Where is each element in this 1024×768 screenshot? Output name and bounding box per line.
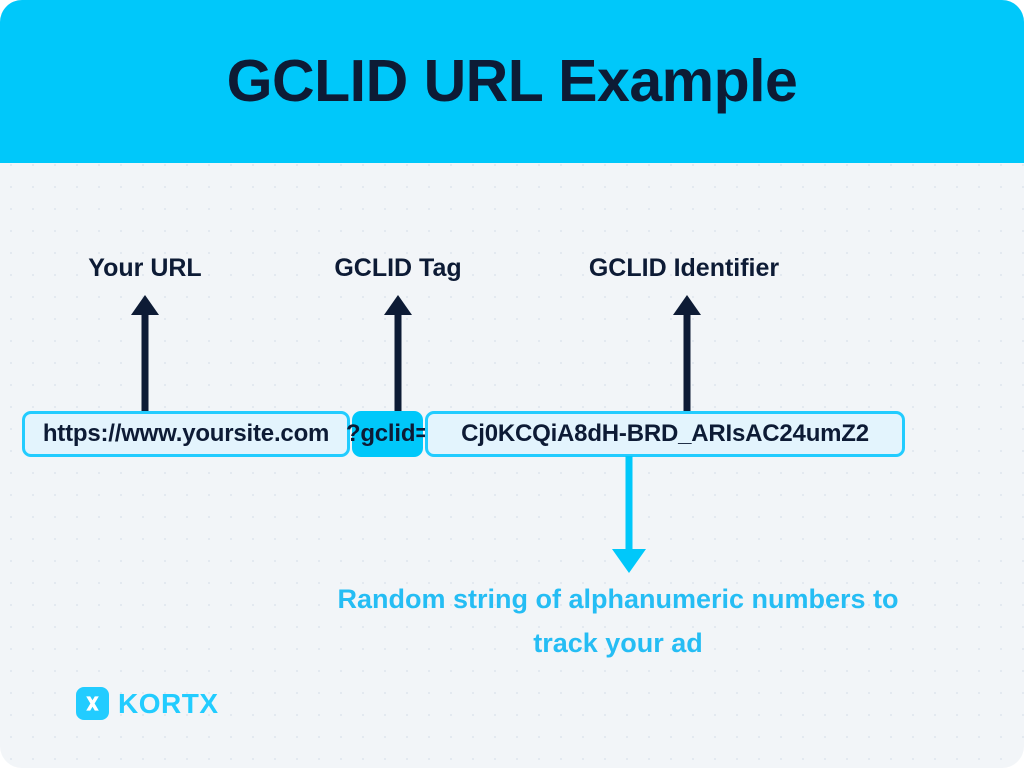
arrow-up-gclid-identifier <box>673 295 701 412</box>
header-banner: GCLID URL Example <box>0 0 1024 163</box>
arrow-up-your-url <box>131 295 159 412</box>
arrow-up-gclid-tag <box>384 295 412 412</box>
caption-text: Random string of alphanumeric numbers to… <box>288 578 948 665</box>
caption-line-2: track your ad <box>533 627 703 658</box>
callout-label-your-url: Your URL <box>88 254 202 282</box>
kortx-logo: KORTX <box>76 687 219 720</box>
url-segment-gclid-param: ?gclid= <box>346 411 429 457</box>
callout-label-gclid-identifier: GCLID Identifier <box>588 254 780 282</box>
url-segment-base: https://www.yoursite.com <box>22 411 350 457</box>
caption-line-1: Random string of alphanumeric numbers to <box>337 584 899 614</box>
url-bar: https://www.yoursite.com ?gclid= Cj0KCQi… <box>22 411 905 457</box>
page-title: GCLID URL Example <box>226 48 798 114</box>
kortx-wordmark: KORTX <box>118 687 219 719</box>
kortx-mark-icon <box>76 687 109 720</box>
url-segment-gclid-value: Cj0KCQiA8dH-BRD_ARIsAC24umZ2 <box>425 411 905 457</box>
callout-label-gclid-tag: GCLID Tag <box>334 254 462 282</box>
